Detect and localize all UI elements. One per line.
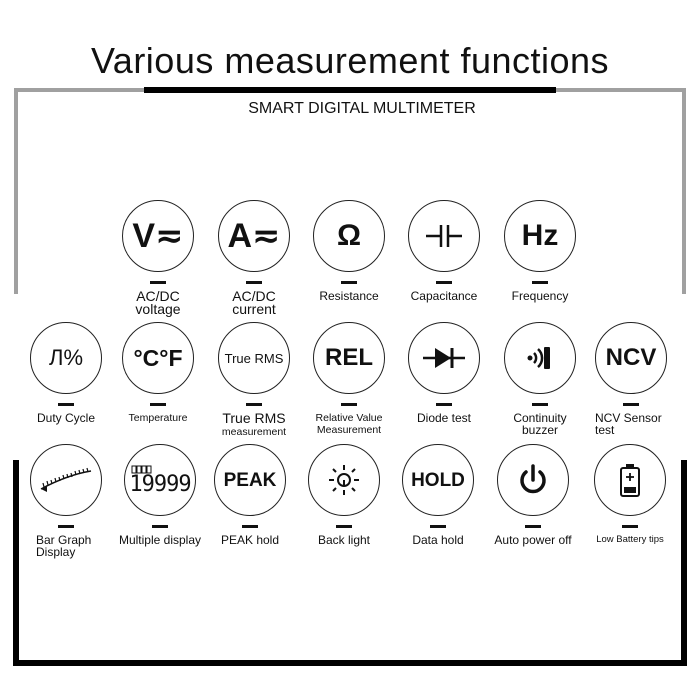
frame-left-gray [14, 88, 18, 294]
page-title: Various measurement functions [90, 40, 610, 81]
diode-icon [408, 322, 480, 394]
product-subtitle: SMART DIGITAL MULTIMETER [248, 100, 476, 117]
relative-value-icon: REL [313, 322, 385, 394]
data-hold-icon: HOLD [402, 444, 474, 516]
function-label: Duty Cycle [36, 411, 95, 425]
function-capacitance: Capacitance [384, 200, 504, 302]
frequency-icon: Hz [504, 200, 576, 272]
frame-top-gray-right [556, 88, 686, 92]
function-label: Back light [317, 533, 371, 547]
frame-top-black [144, 87, 556, 93]
current-icon: A≂ [218, 200, 290, 272]
frame-left-black [13, 460, 19, 666]
function-label: Low Battery tips [596, 534, 664, 545]
function-diode-test: Diode test [384, 322, 504, 424]
frame-right-gray [682, 88, 686, 294]
ncv-icon: NCV [595, 322, 667, 394]
auto-power-off-icon [497, 444, 569, 516]
function-multiple-display: 19999 Multiple display [100, 444, 220, 546]
resistance-icon: Ω [313, 200, 385, 272]
voltage-icon: V≂ [122, 200, 194, 272]
function-label: Resistance [319, 289, 379, 303]
function-label: Capacitance [410, 289, 478, 303]
frame-bottom-black [13, 660, 687, 666]
capacitance-icon [408, 200, 480, 272]
function-data-hold: HOLD Data hold [378, 444, 498, 546]
function-label: Frequency [511, 289, 569, 303]
backlight-icon [308, 444, 380, 516]
function-label: Diode test [416, 411, 472, 425]
frame-right-black [681, 460, 687, 666]
true-rms-icon: True RMS [218, 322, 290, 394]
function-frequency: Hz Frequency [480, 200, 600, 302]
function-label: PEAK hold [220, 533, 280, 547]
temperature-icon: °C°F [122, 322, 194, 394]
function-label: Temperature [128, 412, 188, 424]
continuity-buzzer-icon [504, 322, 576, 394]
bar-graph-icon [30, 444, 102, 516]
low-battery-icon [594, 444, 666, 516]
function-label: Multiple display [118, 533, 202, 547]
function-back-light: Back light [284, 444, 404, 546]
function-peak-hold: PEAK PEAK hold [190, 444, 310, 546]
frame-top-gray-left [14, 88, 144, 92]
function-temperature: °C°F Temperature [98, 322, 218, 424]
function-label: Auto power off [494, 533, 572, 547]
function-auto-power-off: Auto power off [473, 444, 593, 546]
function-low-battery: Low Battery tips [570, 444, 690, 546]
peak-hold-icon: PEAK [214, 444, 286, 516]
duty-cycle-icon: Л% [30, 322, 102, 394]
function-duty-cycle: Л% Duty Cycle [6, 322, 126, 424]
multiple-display-icon: 19999 [124, 444, 196, 516]
function-resistance: Ω Resistance [289, 200, 409, 302]
function-label: Data hold [412, 533, 464, 547]
